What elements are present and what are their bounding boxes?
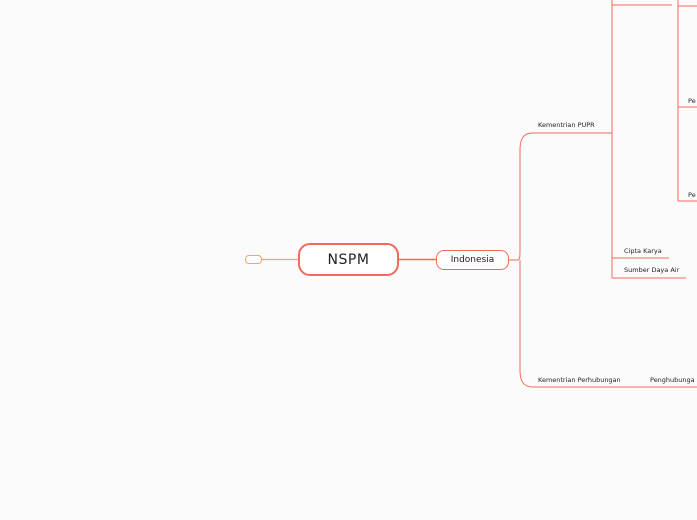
node-sumber-daya-air[interactable]: Sumber Daya Air — [624, 266, 680, 274]
node-cut-pe-2[interactable]: Pe — [688, 191, 696, 199]
node-cipta-karya[interactable]: Cipta Karya — [624, 247, 662, 255]
node-kementrian-perhubungan[interactable]: Kementrian Perhubungan — [538, 376, 621, 384]
indonesia-node[interactable]: Indonesia — [436, 250, 509, 270]
collapsed-node[interactable] — [245, 255, 262, 264]
root-label: NSPM — [327, 251, 370, 268]
indonesia-label: Indonesia — [450, 255, 495, 265]
root-node[interactable]: NSPM — [298, 243, 399, 276]
node-penghubungan[interactable]: Penghubunga — [650, 376, 695, 384]
node-kementrian-pupr[interactable]: Kementrian PUPR — [538, 121, 595, 129]
node-cut-pe-1[interactable]: Pe — [688, 97, 696, 105]
